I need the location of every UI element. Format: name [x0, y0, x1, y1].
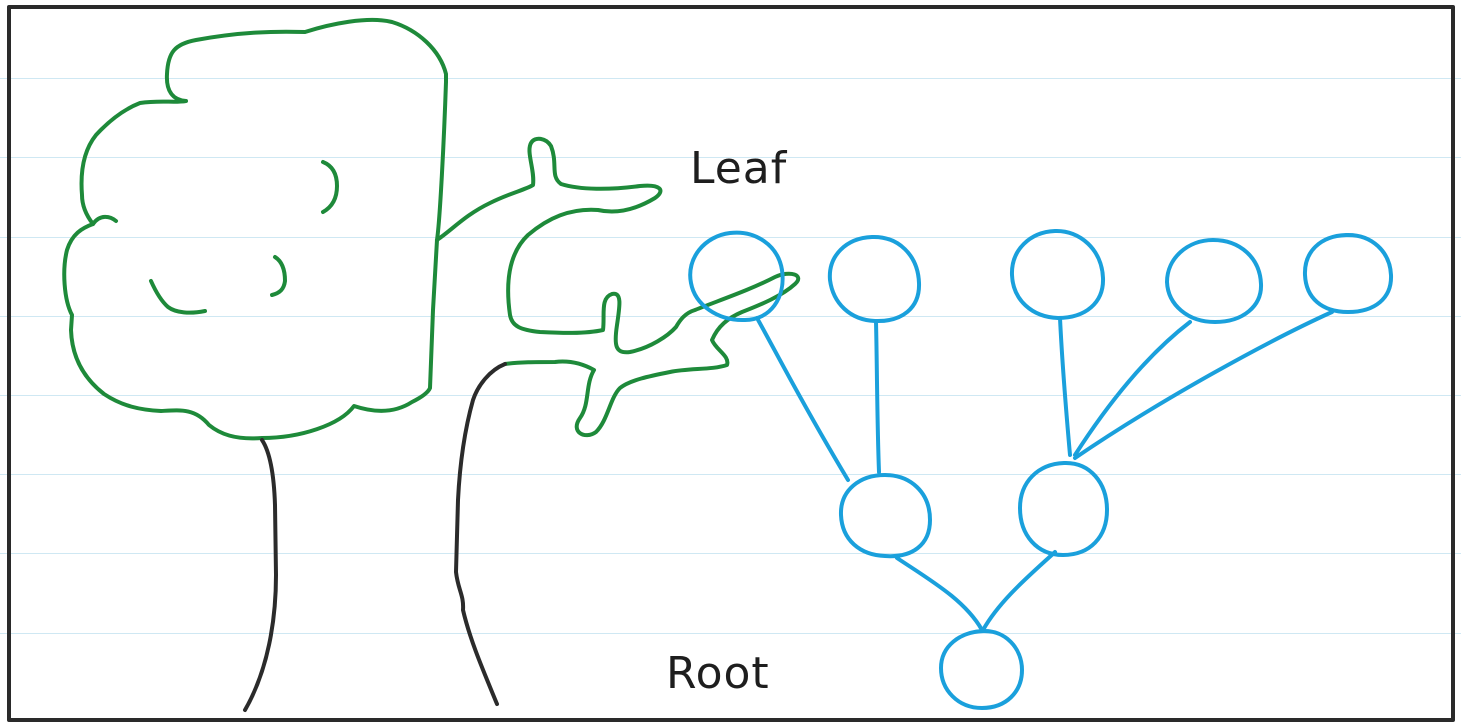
graph-edge	[874, 320, 881, 474]
ruled-line	[0, 157, 1461, 158]
leaf-label: Leaf	[690, 143, 788, 194]
graph-node-root	[939, 628, 1024, 710]
graph-node-leaf-3	[1009, 228, 1106, 320]
graph-node-leaf-4	[1165, 238, 1264, 324]
graph-edge	[755, 316, 850, 482]
graph-edge	[1073, 320, 1192, 457]
tree-trunk-right	[454, 362, 507, 706]
graph-node-internal-right	[1018, 460, 1109, 557]
tree-graph	[688, 228, 1394, 710]
graph-edge	[1073, 310, 1334, 460]
ruled-line	[0, 474, 1461, 475]
root-label: Root	[666, 648, 770, 699]
graph-edge	[1058, 316, 1072, 457]
tree-trunk-left	[243, 438, 278, 712]
board-frame	[7, 5, 1455, 722]
graph-node-leaf-2	[827, 234, 922, 324]
ruled-line	[0, 78, 1461, 79]
ruled-line	[0, 553, 1461, 554]
tree-canopy	[62, 17, 448, 441]
ruled-line	[0, 633, 1461, 634]
ruled-line	[0, 237, 1461, 238]
graph-edge	[981, 550, 1057, 632]
graph-node-internal-left	[838, 473, 932, 559]
tree-branch	[435, 136, 801, 438]
graph-node-leaf-5	[1302, 232, 1394, 314]
ruled-line	[0, 395, 1461, 396]
graph-node-leaf-1	[688, 230, 785, 323]
graph-edge	[895, 556, 984, 632]
